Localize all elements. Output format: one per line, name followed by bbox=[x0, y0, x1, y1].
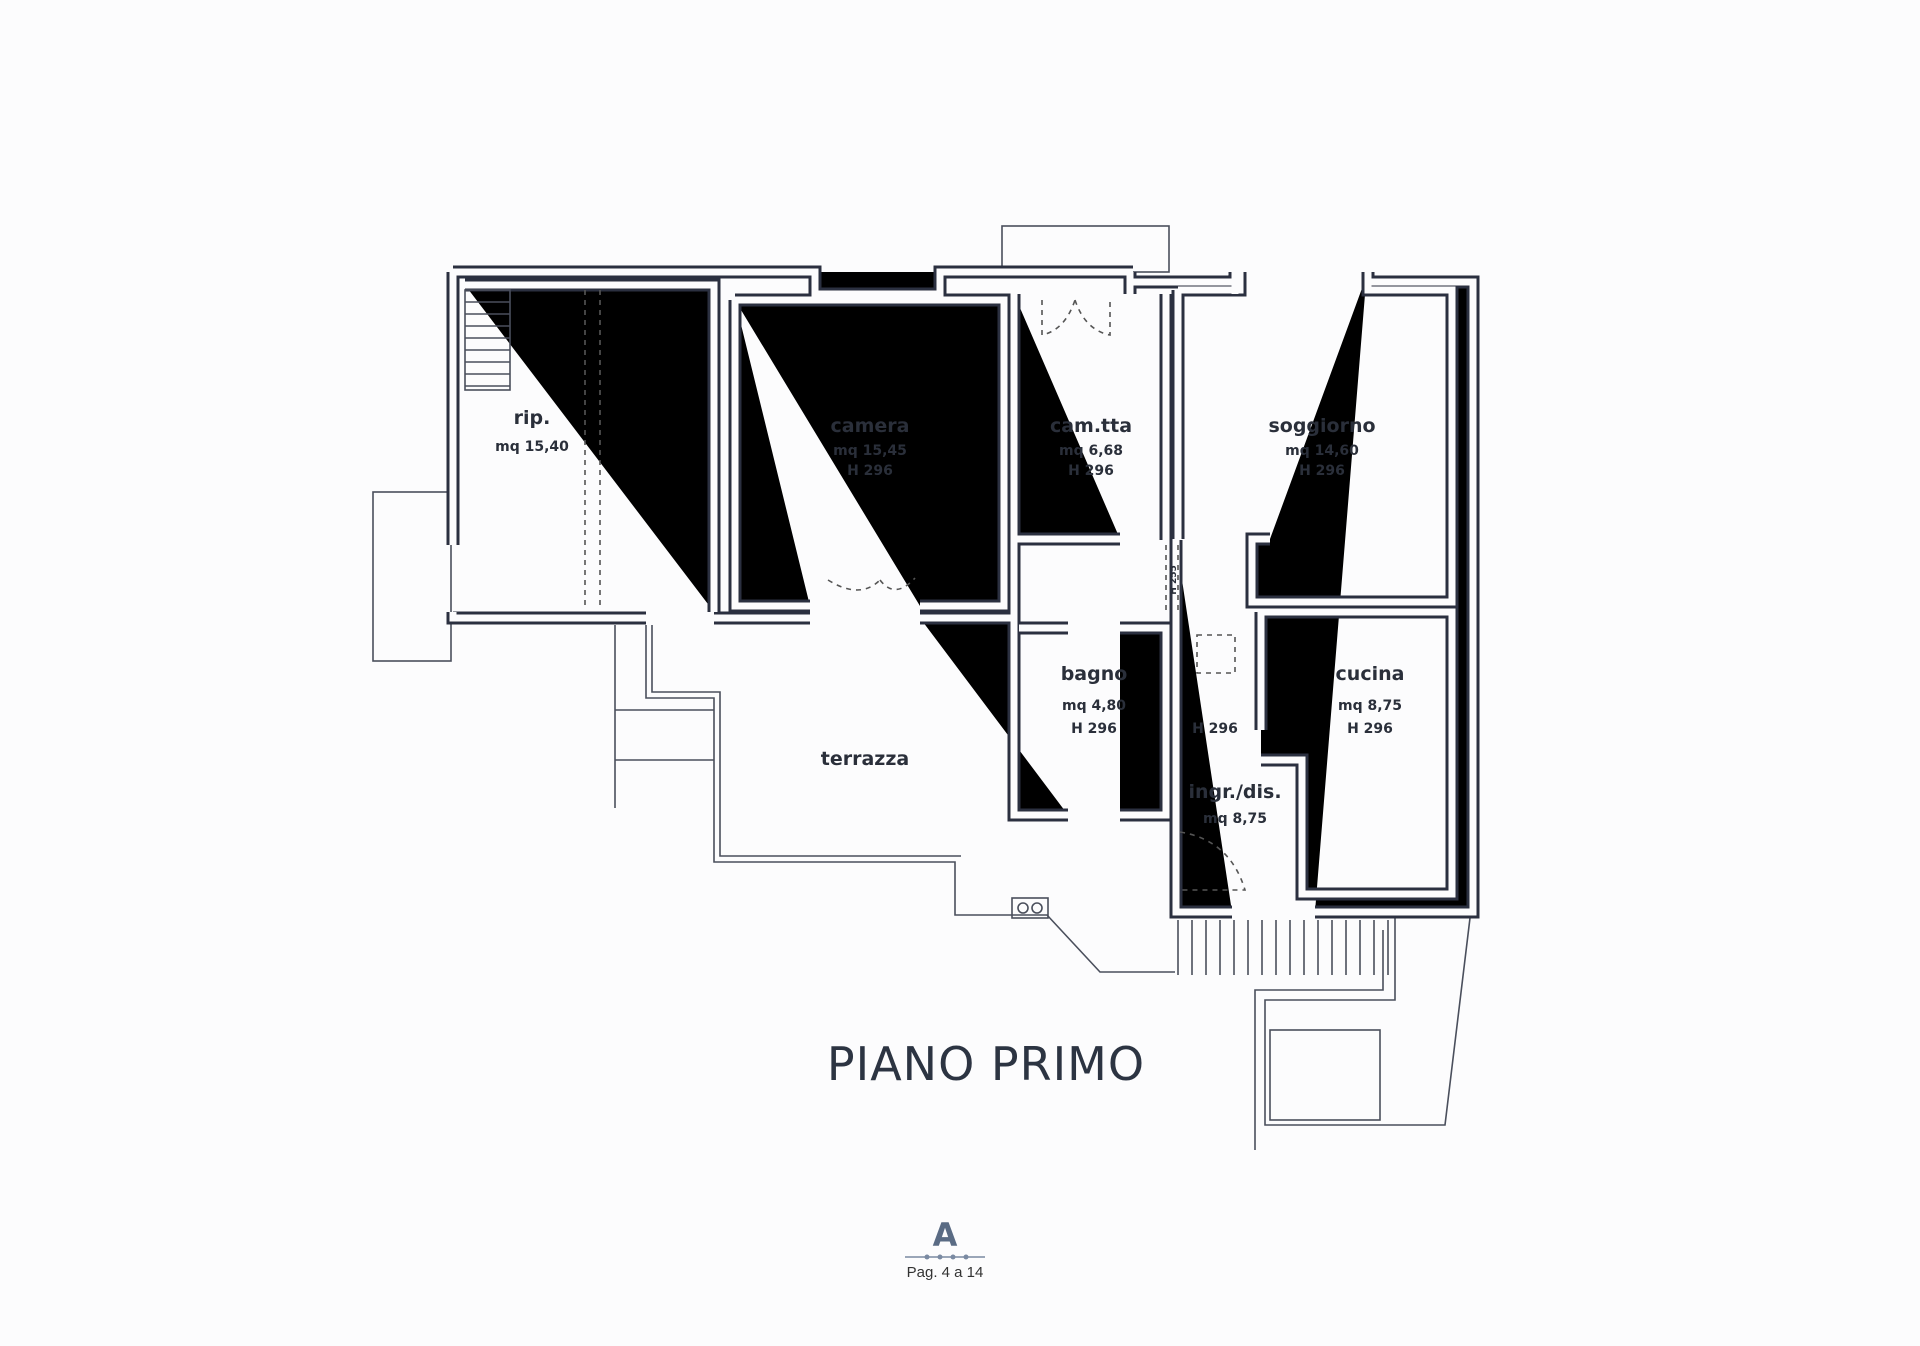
skylight bbox=[1196, 634, 1236, 674]
stair-outline bbox=[464, 289, 511, 391]
room-height-camtta: H 296 bbox=[1068, 463, 1114, 479]
room-name-bagno: bagno bbox=[1061, 663, 1128, 685]
room-height-camera: H 296 bbox=[847, 463, 893, 479]
camera-door bbox=[827, 577, 916, 591]
room-name-soggiorno: soggiorno bbox=[1268, 415, 1375, 437]
footer-dots bbox=[924, 1254, 969, 1260]
walls bbox=[453, 272, 1473, 912]
entrance-door bbox=[1179, 831, 1247, 891]
room-area-soggiorno: mq 14,60 bbox=[1285, 443, 1359, 459]
footer-letter: A bbox=[933, 1216, 958, 1254]
room-name-camera: camera bbox=[831, 415, 910, 437]
room-name-rip: rip. bbox=[514, 407, 551, 429]
room-name-camtta: cam.tta bbox=[1050, 415, 1132, 437]
entrance-stairs bbox=[1177, 920, 1389, 975]
room-height-cucina: H 296 bbox=[1347, 721, 1393, 737]
room-name-terrazza: terrazza bbox=[821, 748, 909, 770]
page-number: Pag. 4 a 14 bbox=[907, 1264, 984, 1281]
left-balcony bbox=[372, 491, 452, 662]
lower-stairs bbox=[1254, 917, 1471, 1150]
terrace-outline bbox=[614, 625, 1175, 973]
room-height-ingr: H 296 bbox=[1192, 721, 1238, 737]
room-area-bagno: mq 4,80 bbox=[1062, 698, 1126, 714]
room-height-soggiorno: H 296 bbox=[1299, 463, 1345, 479]
room-area-ingr: mq 8,75 bbox=[1203, 811, 1267, 827]
camtta-door bbox=[1041, 299, 1111, 336]
rip-staircase bbox=[464, 289, 511, 391]
room-name-cucina: cucina bbox=[1336, 663, 1405, 685]
top-balcony bbox=[1001, 225, 1170, 273]
corridor-height: H 255 bbox=[1169, 565, 1179, 594]
room-height-bagno: H 296 bbox=[1071, 721, 1117, 737]
room-name-ingr: ingr./dis. bbox=[1188, 781, 1281, 803]
room-area-rip: mq 15,40 bbox=[495, 439, 569, 455]
plan-title: PIANO PRIMO bbox=[827, 1037, 1145, 1091]
room-area-camtta: mq 6,68 bbox=[1059, 443, 1123, 459]
room-area-cucina: mq 8,75 bbox=[1338, 698, 1402, 714]
room-area-camera: mq 15,45 bbox=[833, 443, 907, 459]
